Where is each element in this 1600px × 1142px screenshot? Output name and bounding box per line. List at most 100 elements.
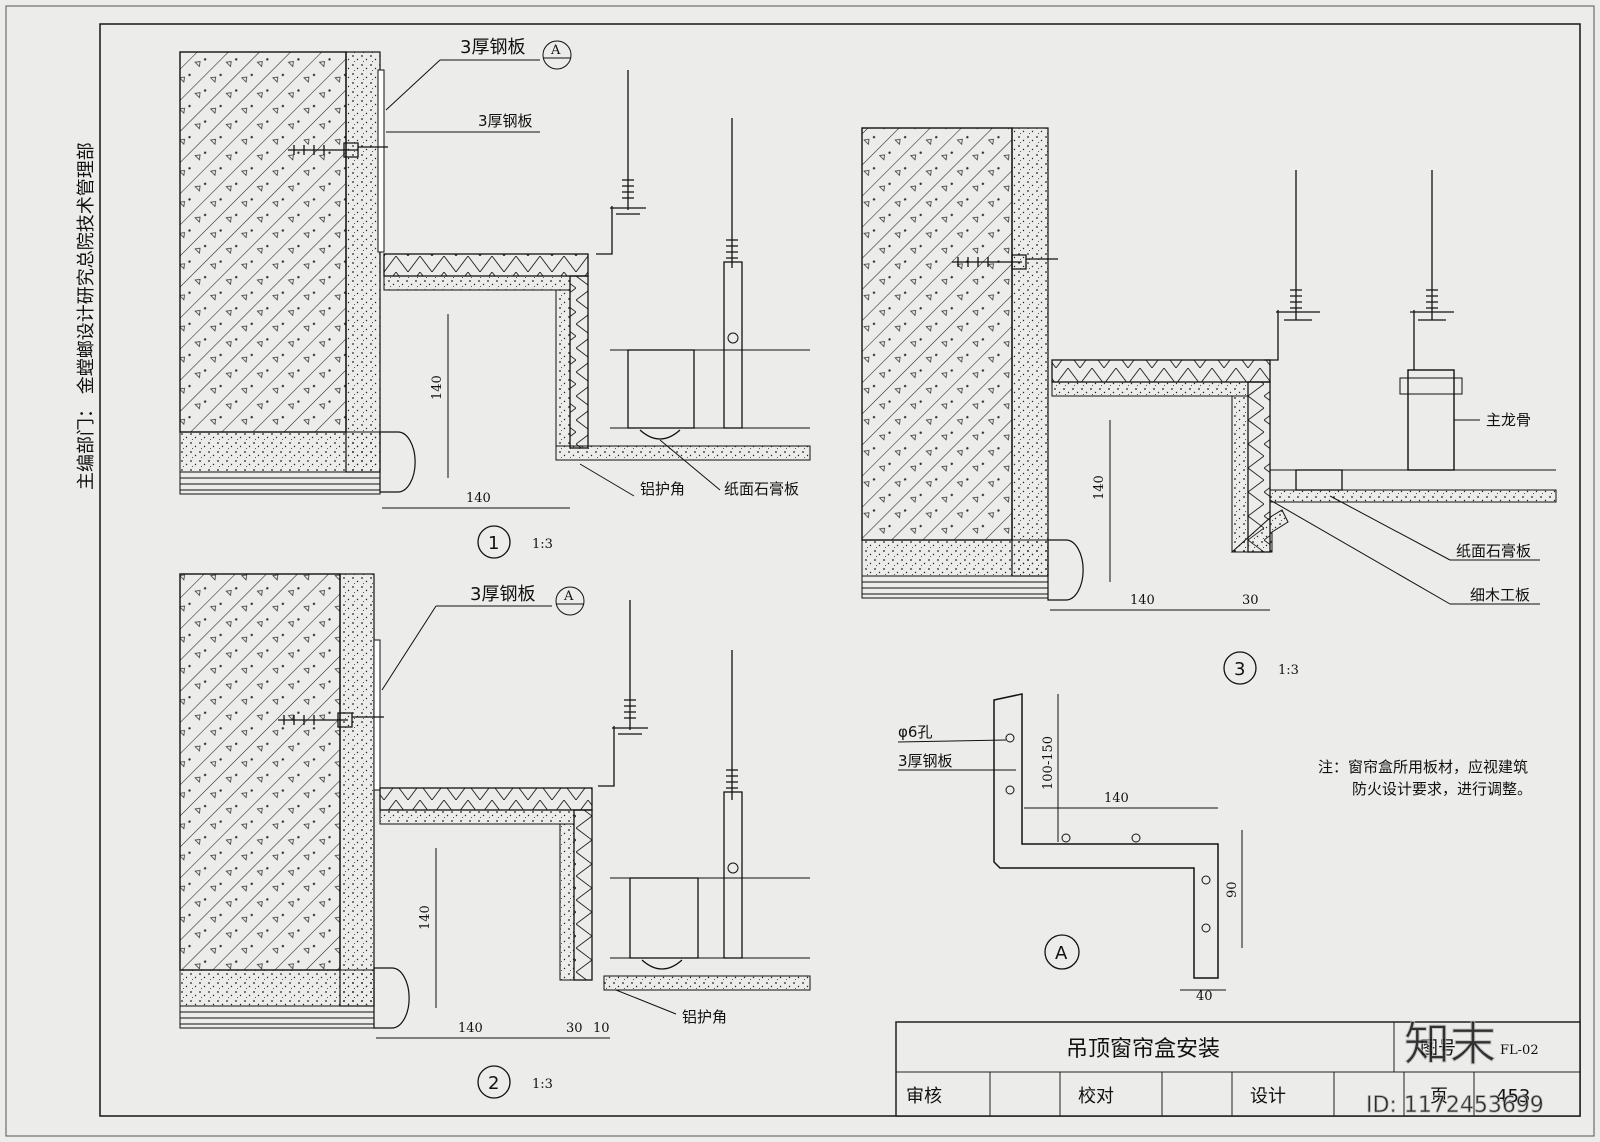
side-department-text: 主编部门： 金螳螂设计研究总院技术管理部 (76, 142, 97, 490)
watermark-logo: 知末 (1404, 1017, 1496, 1071)
top-board (379, 787, 593, 811)
gypsum-side (555, 289, 571, 447)
label-steel-plate: 3厚钢板 (898, 752, 953, 770)
bolt-hole (1005, 733, 1015, 743)
detail-A: φ6孔 3厚钢板 100-150 140 90 40 A (897, 693, 1243, 1004)
concrete-wall (861, 127, 1013, 541)
callout-A-circle (1044, 934, 1080, 970)
detail-1: 3厚钢板 A 3厚钢板 140 140 铝护角 纸面石膏板 1 1:3 (179, 37, 811, 559)
clip-bolt (727, 332, 739, 344)
hanger-clip (723, 261, 743, 429)
detail-number-circle (1223, 651, 1257, 685)
label-hole: φ6孔 (898, 723, 932, 741)
plaster-layer (1011, 127, 1049, 577)
bolt-hole (1201, 875, 1211, 885)
page-label: 页 (1430, 1086, 1448, 1107)
bolt-hole (1061, 833, 1071, 843)
plaster-layer (345, 51, 381, 473)
outer-border (5, 5, 1595, 1137)
leader-line (615, 989, 677, 1015)
label-main-keel: 主龙骨 (1486, 411, 1531, 429)
leader-line (1269, 499, 1451, 605)
side-board (569, 275, 589, 449)
wall-base-plaster (861, 539, 1049, 577)
clip-bolt (727, 862, 739, 874)
hanger-clip (723, 791, 743, 959)
skirting (179, 1005, 375, 1029)
detail-number: 3 (1234, 659, 1245, 680)
hanger-rod-2 (726, 650, 738, 800)
skirting (179, 471, 381, 495)
detail-scale: 1:3 (1278, 663, 1299, 678)
anchor-bolt (952, 254, 1058, 270)
callout-A-text: A (550, 43, 561, 58)
gypsum-side (559, 823, 575, 981)
hanger-rod-2 (726, 118, 738, 268)
keel-bracket (1399, 377, 1463, 395)
track-runner (639, 429, 681, 440)
leader-line (1329, 495, 1451, 561)
side-board (573, 809, 593, 981)
hanger-rod-1 (596, 70, 646, 255)
label-gypsum-board: 纸面石膏板 (724, 480, 799, 498)
label-blockboard: 细木工板 (1470, 586, 1530, 604)
dim-140: 140 (1104, 791, 1129, 806)
dim-10: 10 (593, 1021, 610, 1036)
detail-2: 3厚钢板 A 140 140 30 10 铝护角 2 1:3 (179, 573, 811, 1099)
callout-A-text: A (563, 589, 574, 604)
leader-line (659, 439, 721, 491)
gypsum-side (1231, 395, 1249, 553)
detail-number-circle (477, 525, 511, 559)
detail-3: 主龙骨 纸面石膏板 细木工板 140 140 30 3 1:3 (861, 127, 1557, 685)
plaster-layer (339, 573, 375, 1007)
ceiling-gypsum (555, 445, 811, 461)
dim-30: 30 (1242, 593, 1259, 608)
dim-140-vertical: 140 (430, 375, 445, 400)
dim-140-vertical: 140 (418, 905, 433, 930)
wall-base-plaster (179, 431, 381, 473)
skirting (861, 575, 1049, 599)
curtain-track (629, 877, 699, 959)
design-label: 设计 (1250, 1086, 1286, 1107)
bolt-hole (1005, 785, 1015, 795)
note-line-2: 防火设计要求，进行调整。 (1352, 780, 1532, 798)
curtain-track (627, 349, 695, 429)
anchor-bolt (278, 712, 384, 728)
leader-line (897, 739, 1007, 743)
callout-A-circle (542, 40, 572, 70)
concrete-wall (179, 573, 341, 971)
gypsum-top (1051, 381, 1249, 397)
inner-border (99, 23, 1581, 1117)
drawing-no: FL-02 (1500, 1043, 1539, 1058)
bolt-hole (1201, 923, 1211, 933)
cross-keel (1295, 469, 1343, 491)
drawing-no-label: 图号 (1420, 1038, 1456, 1059)
dim-140-horizontal: 140 (1130, 593, 1155, 608)
title-block: 吊顶窗帘盒安装 图号 FL-02 审核 校对 设计 页 453 (895, 1021, 1581, 1117)
note-line-1: 注：窗帘盒所用板材，应视建筑 (1318, 758, 1528, 776)
track-runner (641, 959, 683, 970)
page-number: 453 (1496, 1086, 1530, 1107)
gypsum-top (379, 809, 575, 825)
steel-plate (377, 69, 385, 253)
gypsum-top (383, 275, 571, 291)
title-block-frame (895, 1021, 1581, 1117)
steel-bracket (993, 693, 1219, 979)
detail-scale: 1:3 (532, 537, 553, 552)
wood-trim (373, 967, 410, 1029)
leader-line (385, 59, 441, 111)
detail-scale: 1:3 (532, 1077, 553, 1092)
dim-140-horizontal: 140 (466, 491, 491, 506)
check-label: 校对 (1078, 1086, 1114, 1107)
label-steel-plate: 3厚钢板 (470, 584, 535, 605)
wood-trim (379, 431, 416, 493)
anchor-bolt (288, 142, 388, 158)
wall-base-plaster (179, 969, 375, 1007)
detail-number-circle (477, 1065, 511, 1099)
hanger-rod-1 (1264, 170, 1320, 361)
leader-line (579, 463, 635, 497)
main-keel (1407, 369, 1455, 471)
label-gypsum-board: 纸面石膏板 (1456, 542, 1531, 560)
dim-100-150: 100-150 (1041, 736, 1056, 790)
